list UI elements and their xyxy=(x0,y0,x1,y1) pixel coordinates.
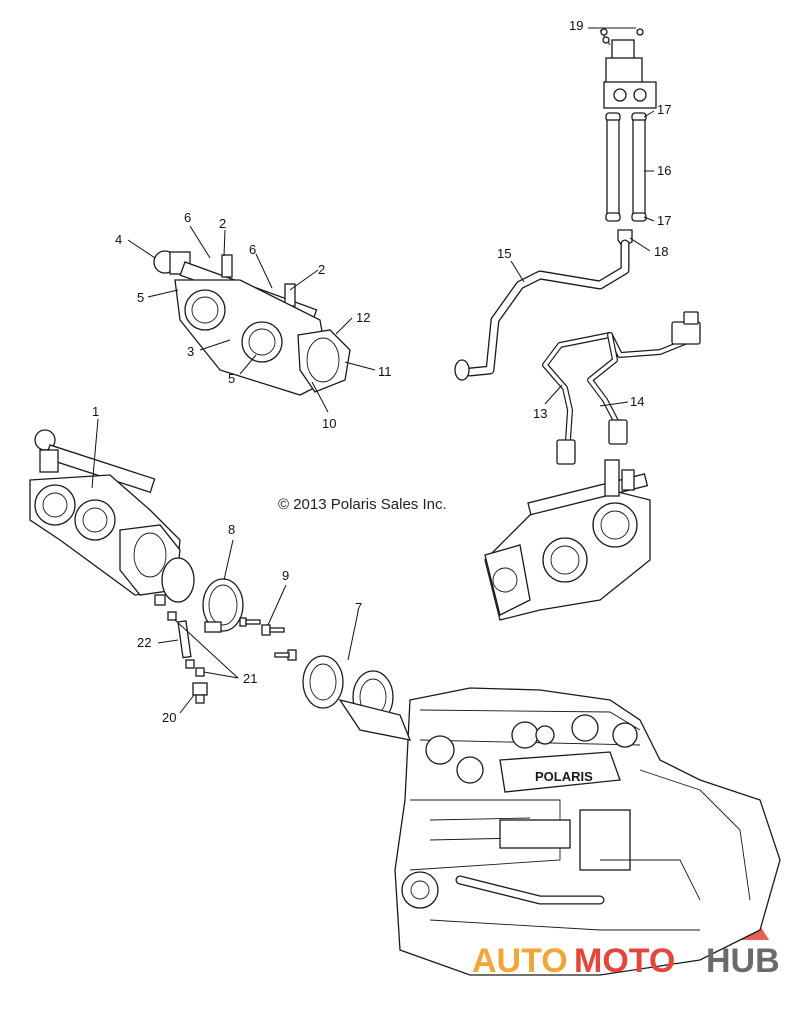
intake-boots xyxy=(302,655,412,741)
callout-3: 3 xyxy=(187,344,194,359)
watermark-logo: AUTO MOTO HUB xyxy=(472,942,780,980)
fuel-fitting-assembly xyxy=(599,28,657,247)
callout-11: 11 xyxy=(378,364,392,379)
throttle-body-assembled xyxy=(484,459,651,621)
throttle-body-exploded xyxy=(153,250,351,396)
callout-21: 21 xyxy=(243,671,257,686)
callout-12: 12 xyxy=(356,310,370,325)
callout-labels: 1 2 2 3 4 5 5 6 6 7 8 9 10 11 12 13 14 1… xyxy=(92,18,671,725)
callout-18: 18 xyxy=(654,244,668,259)
engine-illustration: POLARIS xyxy=(394,687,781,976)
bolts xyxy=(239,617,297,661)
callout-6b: 6 xyxy=(249,242,256,257)
watermark-word-hub: HUB xyxy=(706,942,780,980)
callout-2a: 2 xyxy=(219,216,226,231)
throttle-body-left xyxy=(29,429,181,606)
callout-leaders xyxy=(91,27,655,714)
callout-5b: 5 xyxy=(228,371,235,386)
callout-14: 14 xyxy=(630,394,644,409)
copyright-text: © 2013 Polaris Sales Inc. xyxy=(278,496,447,513)
watermark-word-auto: AUTO xyxy=(472,942,568,980)
callout-16: 16 xyxy=(657,163,671,178)
callout-15: 15 xyxy=(497,246,511,261)
callout-6a: 6 xyxy=(184,210,191,225)
callout-10: 10 xyxy=(322,416,336,431)
callout-17a: 17 xyxy=(657,102,671,117)
svg-text:POLARIS: POLARIS xyxy=(535,769,593,784)
callout-2b: 2 xyxy=(318,262,325,277)
callout-13: 13 xyxy=(533,406,547,421)
callout-4: 4 xyxy=(115,232,122,247)
small-fittings xyxy=(167,611,208,704)
callout-19: 19 xyxy=(569,18,583,33)
callout-22: 22 xyxy=(137,635,151,650)
callout-20: 20 xyxy=(162,710,176,725)
callout-1: 1 xyxy=(92,404,99,419)
callout-7: 7 xyxy=(355,600,362,615)
clamps xyxy=(161,557,244,633)
callout-8: 8 xyxy=(228,522,235,537)
fuel-hose xyxy=(454,239,630,381)
callout-9: 9 xyxy=(282,568,289,583)
callout-5a: 5 xyxy=(137,290,144,305)
callout-17b: 17 xyxy=(657,213,671,228)
wire-harness xyxy=(542,311,701,465)
watermark-word-moto: MOTO xyxy=(574,942,675,980)
